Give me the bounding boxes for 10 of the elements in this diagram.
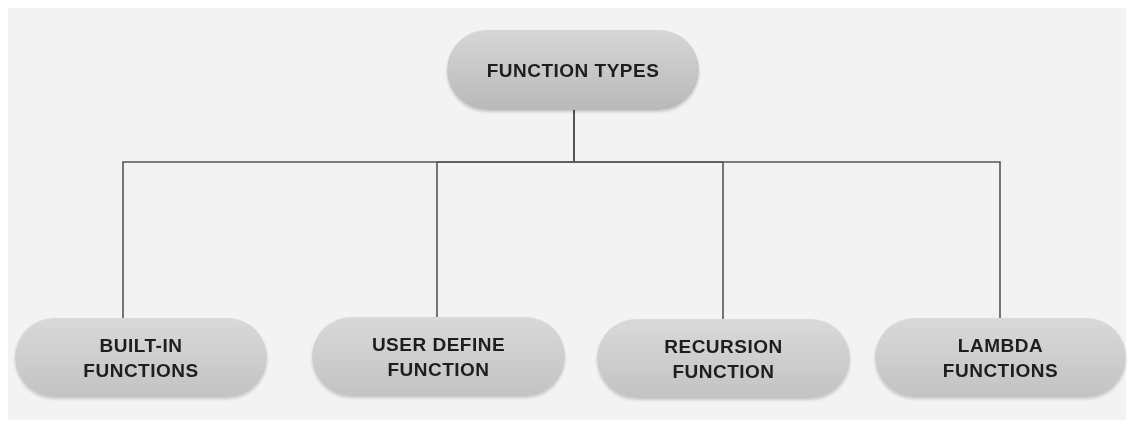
node-label: FUNCTION TYPES xyxy=(486,58,660,83)
category-node xyxy=(15,318,267,397)
root-node xyxy=(447,30,699,110)
node-label: BUILT-IN FUNCTIONS xyxy=(82,333,200,383)
node-label: RECURSION FUNCTION xyxy=(663,334,784,384)
node-label: LAMBDA FUNCTIONS xyxy=(941,333,1060,383)
category-node xyxy=(875,318,1126,397)
category-node xyxy=(597,319,850,398)
node-label: USER DEFINE FUNCTION xyxy=(370,332,507,382)
category-node xyxy=(312,317,565,396)
